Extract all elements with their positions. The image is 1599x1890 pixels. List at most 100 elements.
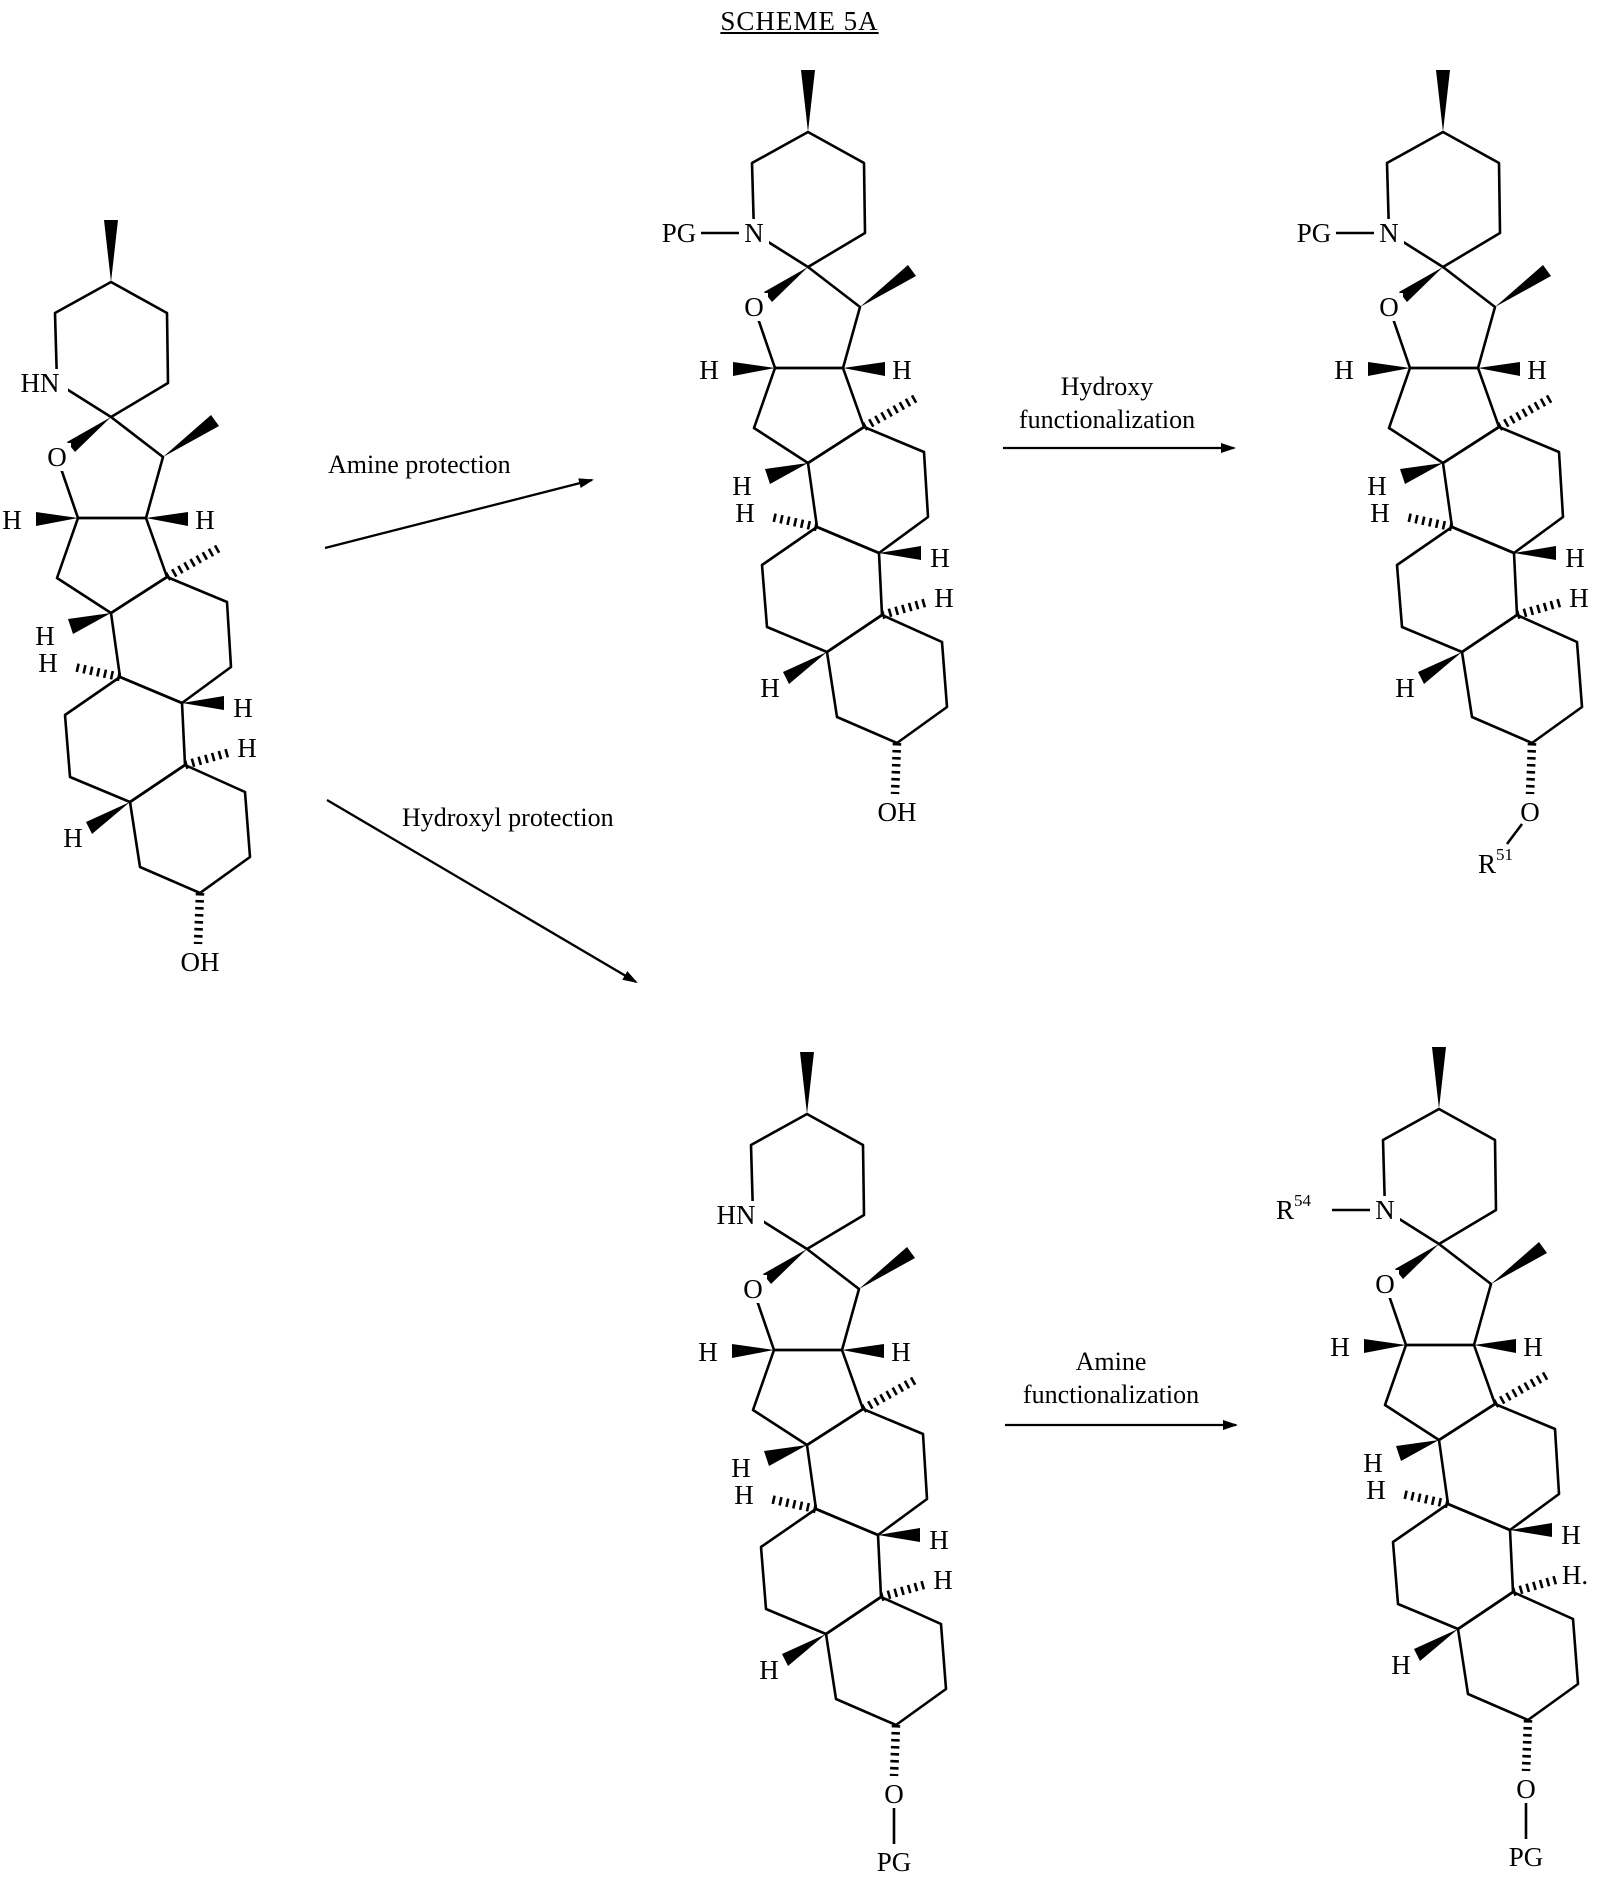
methyl-hash-bond <box>164 544 222 581</box>
atom-label-oxygen: O <box>1516 1774 1536 1804</box>
stereo-h-label: H <box>734 1480 754 1510</box>
amine-label: HN <box>21 368 60 398</box>
reaction-label-hydroxyl-protection: Hydroxyl protection <box>402 803 614 832</box>
stereo-h-label: H <box>237 733 257 763</box>
atom-label-nitrogen: N <box>1379 218 1399 248</box>
methyl-wedge-top <box>1432 1047 1446 1109</box>
stereo-h-wedge <box>68 613 111 634</box>
methyl-wedge-e-ring <box>163 415 219 457</box>
hydroxyl-label: OH <box>878 797 917 827</box>
stereo-h-label: H <box>1363 1448 1383 1478</box>
methyl-wedge-e-ring <box>859 1247 915 1289</box>
stereo-h-label: H <box>63 823 83 853</box>
stereo-h-label: H <box>2 505 22 535</box>
methyl-wedge-top <box>800 1052 814 1114</box>
stereo-h-label: H <box>38 648 58 678</box>
label-knockout <box>739 219 769 247</box>
ring-bond <box>1460 613 1584 745</box>
hydroxy-hash-bond <box>889 1724 901 1777</box>
label-knockout <box>881 1780 909 1808</box>
atom-label-oxygen: O <box>1375 1269 1395 1299</box>
ring-bond <box>128 763 252 895</box>
ring-bond <box>1391 1502 1515 1631</box>
stereo-h-label: H <box>735 498 755 528</box>
stereo-h-wedge <box>732 1344 774 1358</box>
stereo-h-label: H <box>1561 1520 1581 1550</box>
stereo-h-hash <box>1511 1574 1561 1597</box>
hydroxyl-label: OH <box>181 947 220 977</box>
ring-bond <box>752 366 866 465</box>
hydroxy-hash-bond <box>193 892 205 945</box>
arrow-hydroxyl-protection <box>326 799 638 984</box>
spiro-oxygen-wedge <box>763 1249 807 1284</box>
label-knockout <box>1371 1270 1399 1298</box>
stereo-h-label: H <box>698 1337 718 1367</box>
stereo-h-label: H <box>1395 673 1415 703</box>
stereo-h-hash <box>769 1494 817 1514</box>
stereo-h-wedge <box>36 512 78 526</box>
reaction-label-line2: functionalization <box>1022 1380 1200 1409</box>
stereo-h-wedge <box>1510 1523 1552 1537</box>
reaction-label-amine-protection: Amine protection <box>328 450 511 479</box>
label-knockout <box>1375 293 1403 321</box>
stereo-h-label: H <box>1391 1650 1411 1680</box>
methyl-wedge-top <box>104 220 118 282</box>
ring-bond <box>749 1112 866 1251</box>
stereo-h-wedge <box>842 1344 884 1358</box>
stereo-h-label: H <box>1367 471 1387 501</box>
stereo-h-label: H <box>1523 1332 1543 1362</box>
atom-label-oxygen: O <box>1379 292 1399 322</box>
stereo-h-hash <box>1405 512 1453 532</box>
spiro-oxygen-wedge <box>67 417 111 452</box>
reaction-label-hydroxy-functionalization: Hydroxy functionalization <box>997 370 1217 436</box>
label-knockout <box>43 443 71 471</box>
hydroxy-hash-bond <box>890 742 902 795</box>
stereo-h-label: H <box>759 1655 779 1685</box>
reaction-label-line1: Hydroxy <box>1060 372 1154 401</box>
ring-bond <box>1437 1402 1561 1532</box>
stereo-h-label: H <box>929 1525 949 1555</box>
ring-bond <box>759 1507 883 1636</box>
stereo-h-wedge <box>1364 1339 1406 1353</box>
ring-bond <box>63 675 187 804</box>
ring-bond <box>55 415 165 520</box>
methyl-wedge-e-ring <box>1495 265 1551 307</box>
o-group-bond <box>1505 823 1524 845</box>
stereo-h-label: H <box>195 505 215 535</box>
methyl-wedge-e-ring <box>860 265 916 307</box>
reaction-label-line2: functionalization <box>1018 405 1196 434</box>
ring-bond <box>751 1247 861 1352</box>
ring-bond <box>1383 1343 1497 1442</box>
spiro-oxygen-wedge <box>764 267 808 302</box>
stereo-h-label: H <box>1565 543 1585 573</box>
stereo-h-label: H <box>760 673 780 703</box>
stereo-h-hash <box>879 1579 929 1602</box>
stereo-h-label: H <box>731 1453 751 1483</box>
stereo-h-wedge <box>1414 1629 1458 1661</box>
ring-bond <box>751 1348 865 1447</box>
stereo-h-label: H <box>1370 498 1390 528</box>
stereo-h-label: H <box>1366 1475 1386 1505</box>
atom-label-oxygen: O <box>1520 797 1540 827</box>
ring-bond <box>1387 366 1501 465</box>
label-knockout <box>16 369 68 397</box>
stereo-h-label: H <box>732 471 752 501</box>
label-knockout <box>739 1275 767 1303</box>
stereo-h-hash <box>1401 1489 1449 1509</box>
ring-bond <box>1387 265 1497 370</box>
stereo-h-label: H <box>699 355 719 385</box>
stereo-h-label: H <box>1330 1332 1350 1362</box>
ring-bond <box>752 265 862 370</box>
stereo-h-hash <box>183 747 233 770</box>
methyl-hash-bond <box>860 1376 918 1413</box>
reaction-label-line1: Amine <box>1075 1347 1147 1376</box>
methyl-hash-bond <box>1492 1371 1550 1408</box>
label-knockout <box>1517 798 1545 826</box>
ring-bond <box>109 575 233 705</box>
ring-bond <box>806 425 930 555</box>
stereo-h-wedge <box>843 362 885 376</box>
